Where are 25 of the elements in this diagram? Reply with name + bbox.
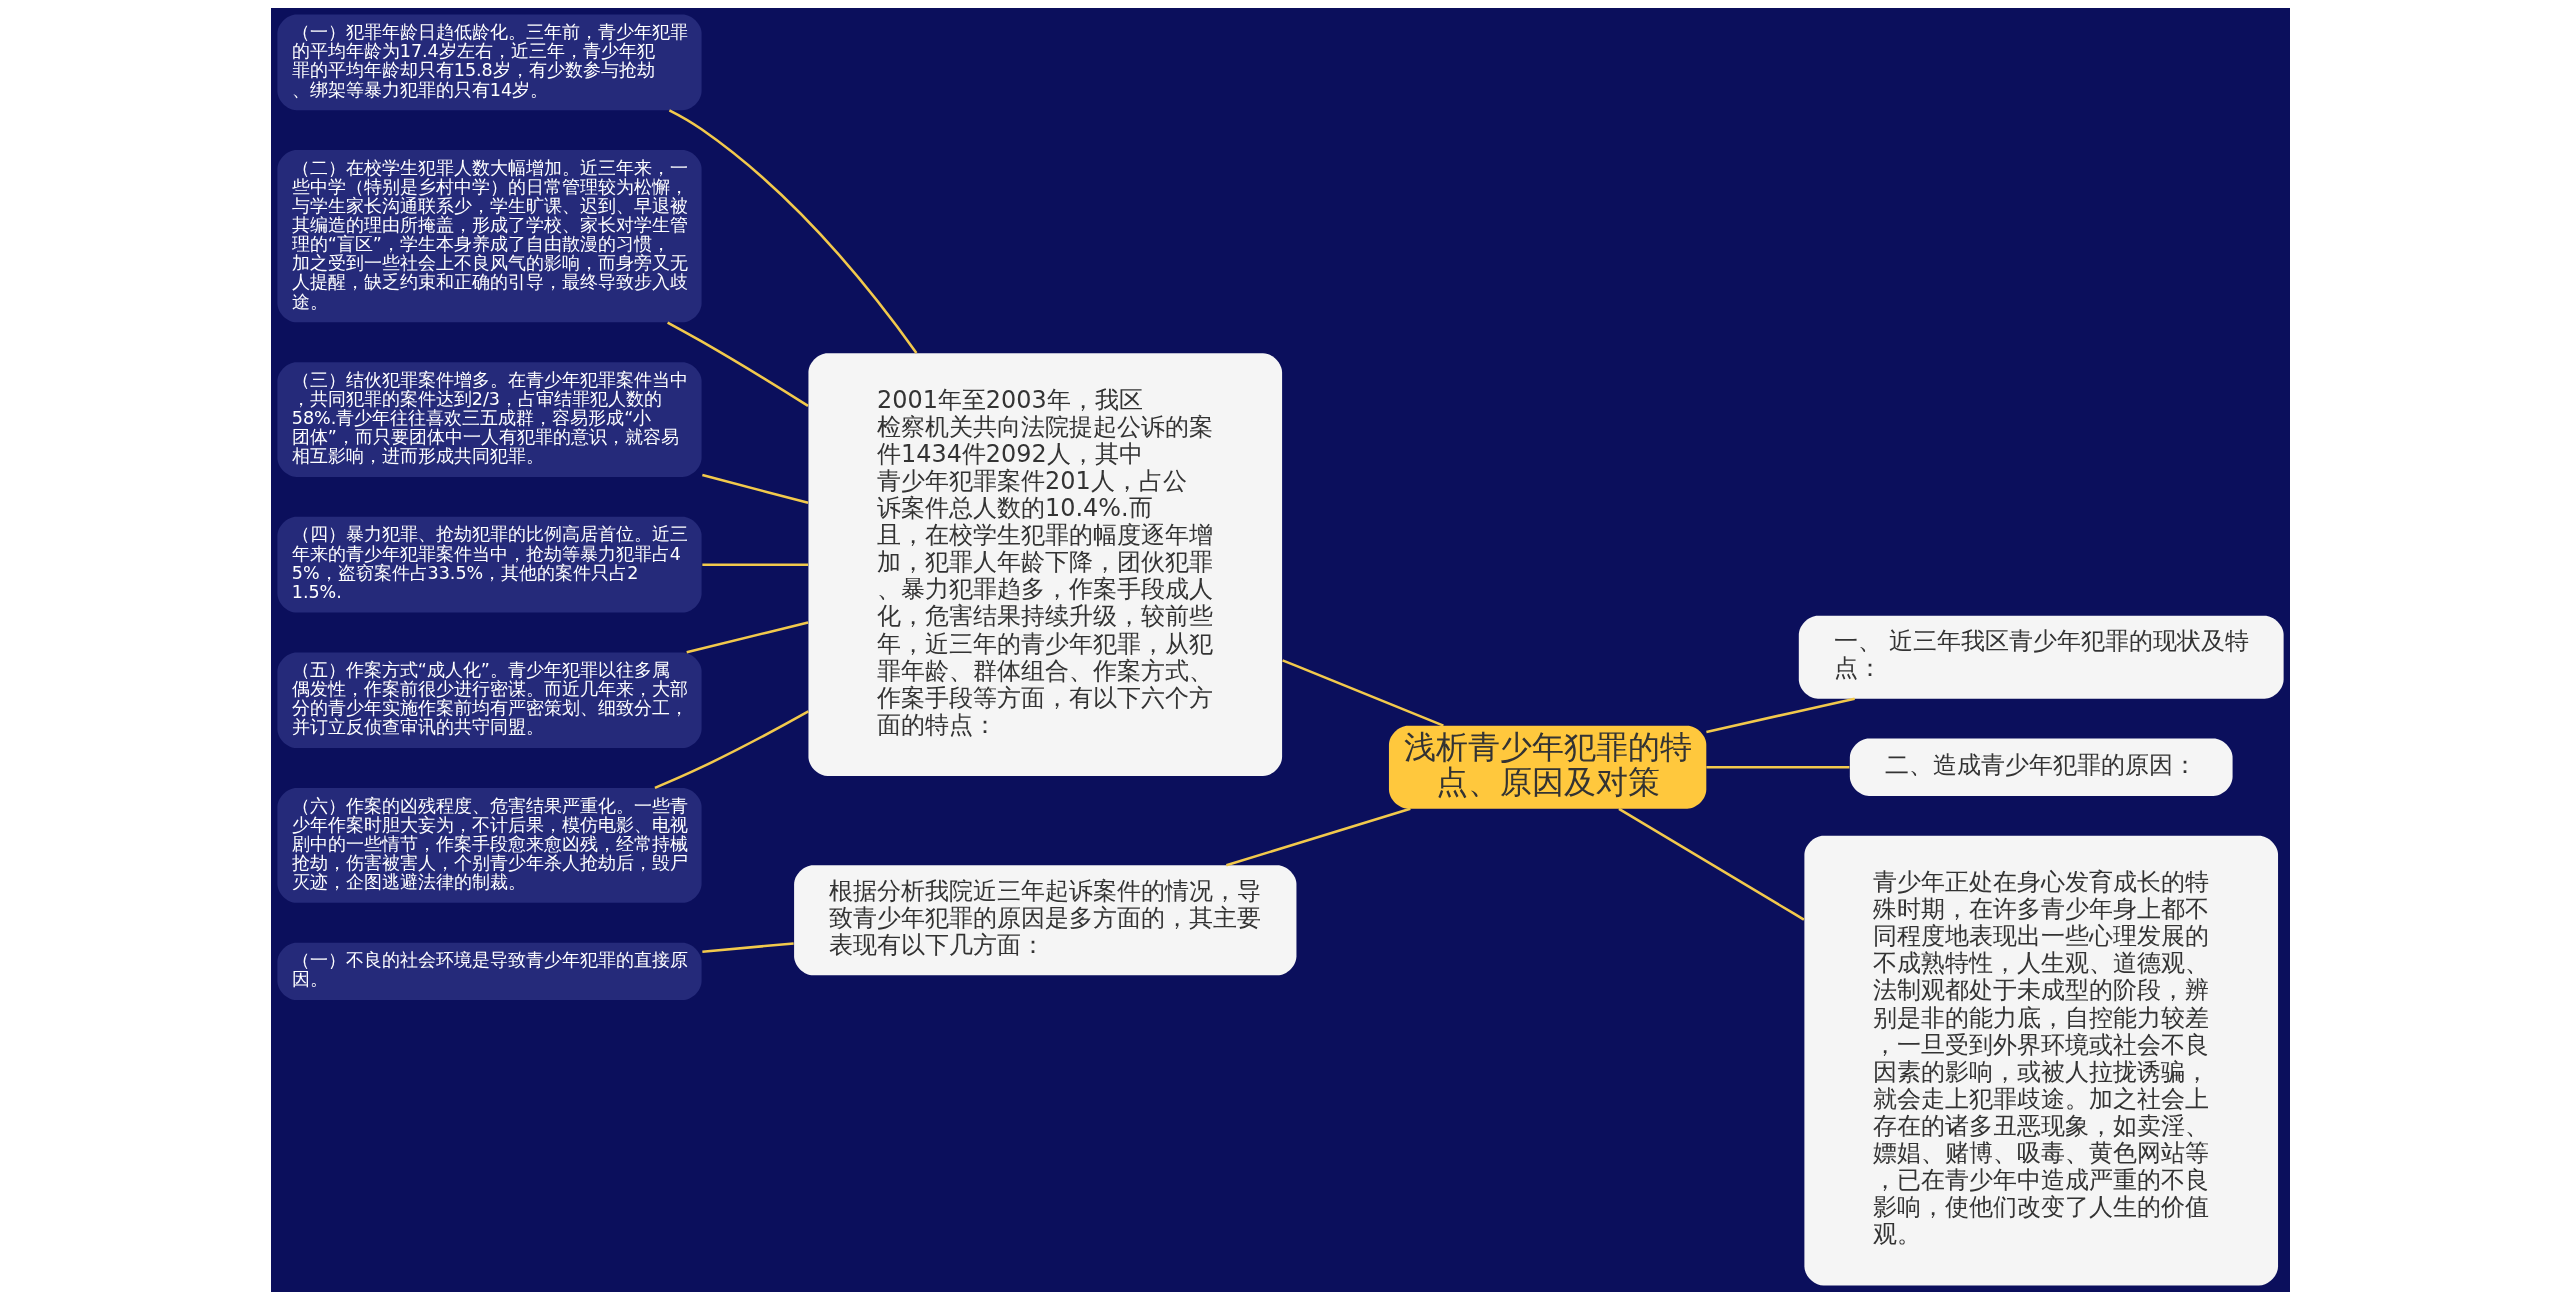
connector — [701, 473, 808, 505]
node-box: （一）不良的社会环境是导致青少年犯罪的直接原因。 — [276, 942, 702, 1001]
connector — [1705, 697, 1855, 734]
connector — [1617, 807, 1805, 921]
node-box: （六）作案的凶残程度、危害结果严重化。一些青少年作案时胆大妄为，不计后果，模仿电影、电视剧中的一些情节，作案手段愈来愈凶残，经常持械抢劫，伤害被害人，个别青少年杀人抢劫后，毁尸灭迹，企图逃避法律的制裁。 — [276, 787, 702, 903]
node-box: 二、造成青少年犯罪的原因： — [1849, 738, 2233, 796]
node-box: 青少年正处在身心发育成长的特殊时期，在许多青少年身上都不同程度地表现出一些心理发展的不成熟特性，人生观、道德观、法制观都处于未成型的阶段，辨别是非的能力底，自控能力较差，一旦受到外界环境或社会不良因素的影响，或被人拉拢诱骗，就会走上犯罪歧途。加之社会上存在的诸多丑恶现象，如卖淫、嫖娼、赌博、吸毒、黄色网站等，已在青少年中造成严重的不良影响，使他们改变了人生的价值观。 — [1803, 835, 2278, 1286]
connector — [1705, 765, 1849, 769]
node-box: 浅析青少年犯罪的特点、原因及对策 — [1388, 725, 1706, 809]
connector — [668, 109, 917, 354]
node-box: 2001年至2003年，我区检察机关共向法院提起公诉的案件1434件2092人，其中青少年犯罪案件201人，占公诉案件总人数的10.4%.而且，在校学生犯罪的幅度逐年增加，犯罪人年龄下降，团伙犯罪、暴力犯罪趋多，作案手段成人化，危害结果持续升级，较前些年，近三年的青少年犯罪，从犯罪年龄、群体组合、作案方式、作案手段等方面，有以下六个方面的特点： — [807, 353, 1282, 776]
node-box: （五）作案方式“成人化”。青少年犯罪以往多属偶发性，作案前很少进行密谋。而近几年来，大部分的青少年实施作案前均有严密策划、细致分工，并订立反侦查审讯的共守同盟。 — [276, 652, 702, 749]
node-box: （二）在校学生犯罪人数大幅增加。近三年来，一些中学（特别是乡村中学）的日常管理较为松懈，与学生家长沟通联系少，学生旷课、迟到、早退被其编造的理由所掩盖，形成了学校、家长对学生管理的“盲区”，学生本身养成了自由散漫的习惯，加之受到一些社会上不良风气的影响，而身旁又无人提醒，缺乏约束和正确的引导，最终导致步入歧途。 — [276, 150, 702, 323]
connector — [1225, 807, 1411, 867]
node-box: （三）结伙犯罪案件增多。在青少年犯罪案件当中，共同犯罪的案件达到2/3，占审结罪犯人数的58%.青少年往往喜欢三五成群，容易形成“小团体”，而只要团体中一人有犯罪的意识，就容易相互影响，进而形成共同犯罪。 — [276, 362, 702, 477]
connector — [666, 321, 809, 407]
node-box: （一）犯罪年龄日趋低龄化。三年前，青少年犯罪的平均年龄为17.4岁左右，近三年，青少年犯罪的平均年龄却只有15.8岁，有少数参与抢劫、绑架等暴力犯罪的只有14岁。 — [276, 14, 702, 111]
connector — [653, 710, 809, 789]
node-box: 根据分析我院近三年起诉案件的情况，导致青少年犯罪的原因是多方面的，其主要表现有以下几方面： — [793, 865, 1296, 976]
connector — [701, 563, 808, 566]
connector — [1281, 659, 1444, 727]
node-box: （四）暴力犯罪、抢劫犯罪的比例高居首位。近三年来的青少年犯罪案件当中，抢劫等暴力犯罪占45%，盗窃案件占33.5%，其他的案件只占21.5%. — [276, 516, 702, 613]
connector — [685, 621, 808, 654]
connector — [701, 942, 794, 954]
node-box: 一、 近三年我区青少年犯罪的现状及特点： — [1798, 615, 2284, 699]
